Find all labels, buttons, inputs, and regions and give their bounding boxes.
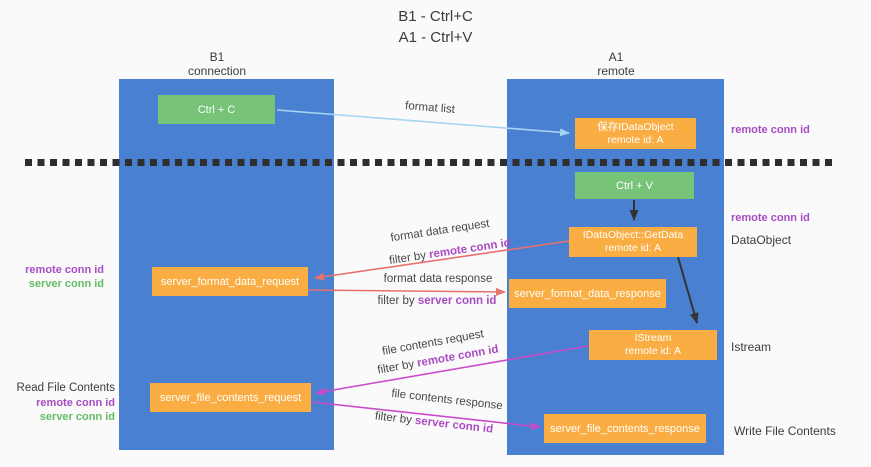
ctrl-c-box: Ctrl + C (158, 95, 275, 124)
format-response-label: server_format_data_response (514, 287, 661, 300)
server-format-data-response-box: server_format_data_response (509, 279, 666, 308)
server-file-contents-response-box: server_file_contents_response (544, 414, 706, 443)
left-file-remote-conn-id: remote conn id (36, 397, 115, 409)
file-response-label: server_file_contents_response (550, 422, 700, 435)
label-format-data-response: format data response (383, 273, 493, 285)
left-format-conn-ids: remote conn id server conn id (8, 263, 104, 291)
server-file-contents-request-box: server_file_contents_request (150, 383, 311, 412)
title-line-1: B1 - Ctrl+C (398, 8, 473, 25)
right-column-header: A1 remote (597, 50, 634, 78)
label-file-contents-response: file contents response (390, 387, 504, 413)
save-idataobject-line1: 保存IDataObject (597, 120, 674, 133)
istream-line2: remote id: A (624, 345, 682, 357)
read-file-contents-label: Read File Contents (16, 382, 115, 394)
getdata-line2: remote id: A (604, 242, 662, 254)
right-remote-conn-id-mid: remote conn id (731, 212, 810, 224)
left-file-server-conn-id: server conn id (39, 411, 115, 423)
save-idataobject-line2: remote id: A (607, 133, 664, 146)
istream-side-label: Istream (731, 340, 772, 354)
ctrl-c-label: Ctrl + C (197, 103, 236, 116)
ctrl-v-box: Ctrl + V (575, 172, 694, 199)
istream-box: IStream remote id: A (589, 330, 717, 360)
title-line-2: A1 - Ctrl+V (398, 29, 473, 46)
left-format-remote-conn-id: remote conn id (25, 264, 104, 276)
right-column-title: A1 (608, 50, 624, 64)
left-file-labels: Read File Contents remote conn id server… (8, 381, 115, 424)
right-remote-conn-id-top: remote conn id (731, 124, 810, 136)
idataobject-getdata-box: IDataObject::GetData remote id: A (569, 227, 697, 257)
format-request-label: server_format_data_request (160, 275, 300, 288)
write-file-contents-label: Write File Contents (734, 424, 836, 438)
istream-line1: IStream (634, 332, 672, 344)
server-format-data-request-box: server_format_data_request (152, 267, 308, 296)
label-format-list: format list (404, 100, 456, 116)
dataobject-label: DataObject (731, 233, 792, 247)
left-format-server-conn-id: server conn id (28, 278, 104, 290)
getdata-line1: IDataObject::GetData (582, 229, 684, 241)
label-filter-by-server-conn-id-1: filter by server conn id (377, 295, 497, 307)
left-column-subtitle: connection (187, 64, 247, 78)
ctrl-v-label: Ctrl + V (616, 179, 653, 192)
save-idataobject-box: 保存IDataObject remote id: A (575, 118, 696, 149)
left-column-title: B1 (209, 50, 225, 64)
label-filter-by-server-conn-id-2: filter by server conn id (374, 410, 494, 436)
arrow-format-data-response (307, 287, 506, 296)
diagram-title: B1 - Ctrl+C A1 - Ctrl+V (0, 6, 871, 48)
dashed-separator (25, 159, 837, 166)
label-format-data-request: format data request (389, 217, 491, 245)
left-column-header: B1 connection (188, 50, 246, 78)
right-column-subtitle: remote (597, 64, 635, 78)
file-request-label: server_file_contents_request (159, 391, 302, 404)
